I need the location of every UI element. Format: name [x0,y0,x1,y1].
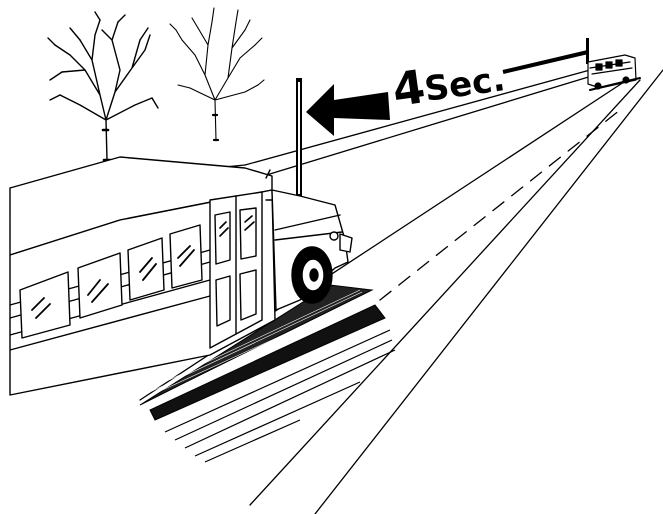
bus-shadow [139,284,396,463]
caption-number: 4 [389,59,428,117]
tree-left [47,11,159,162]
tree-right [169,7,265,142]
school-bus-icon [9,156,353,396]
distance-line [502,38,589,74]
far-school-bus-icon [587,54,641,91]
signpost-icon [296,78,302,198]
caption-unit: Sec. [422,59,507,110]
caption: 4 Sec. [389,59,507,117]
arrow-left-icon [306,84,390,136]
